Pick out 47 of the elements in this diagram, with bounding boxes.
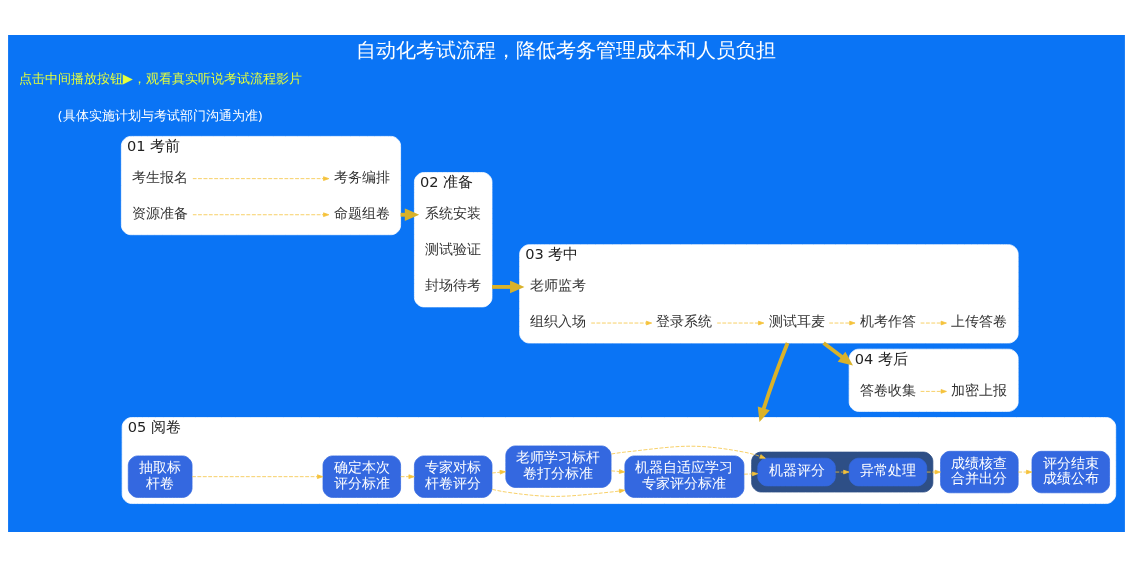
arrow [492,280,525,293]
node-text: 考生报名 [132,168,189,185]
arrow [926,469,941,474]
node-text: 答卷收集 [859,381,916,398]
arrow [611,445,766,459]
node-text: 机考作答 [859,312,916,329]
arrow [491,488,626,497]
arrow [716,320,765,325]
arrow [743,471,759,476]
node-text: 测试耳麦 [768,312,825,329]
arrow [192,175,330,181]
node-box: 抽取标杆卷 [127,455,193,498]
node-text: 测试验证 [425,240,482,257]
node-box: 评分结束成绩公布 [1031,450,1110,493]
arrow [590,320,653,325]
node-text: 老师监考 [530,276,587,293]
arrow [491,469,506,474]
arrow [191,473,324,479]
node-text: 登录系统 [656,312,713,329]
arrow [822,341,853,365]
diagram-title: 自动化考试流程，降低考务管理成本和人员负担 [356,37,777,62]
node-box: 专家对标杆卷评分 [414,455,493,498]
node-text: 资源准备 [132,204,189,221]
arrow [610,468,626,474]
node-text: 系统安装 [425,204,482,221]
arrow [828,320,856,325]
arrow [920,320,947,325]
arrow [192,211,330,217]
node-box: 老师学习标杆卷打分标准 [505,445,612,488]
label: (具体实施计划与考试部门沟通为准) [57,107,263,123]
node-text: 上传答卷 [951,312,1008,329]
arrow [400,473,415,479]
arrow [757,341,790,422]
node-text: 命题组卷 [333,204,390,221]
node-box: 机器自适应学习专家评分标准 [624,455,745,498]
node-text: 组织入场 [530,312,587,329]
arrow [920,388,947,394]
node-box: 异常处理 [848,457,928,486]
node-box: 机器评分 [757,457,836,486]
node-text: 加密上报 [951,381,1008,398]
node-text: 考务编排 [333,168,390,185]
node-box: 成绩核查合并出分 [940,450,1019,493]
arrow [1017,469,1033,474]
label: 点击中间播放按钮▶，观看真实听说考试流程影片 [18,70,302,86]
node-box: 确定本次评分标准 [322,455,401,498]
node-text: 封场待考 [425,276,482,293]
arrow [835,469,850,474]
